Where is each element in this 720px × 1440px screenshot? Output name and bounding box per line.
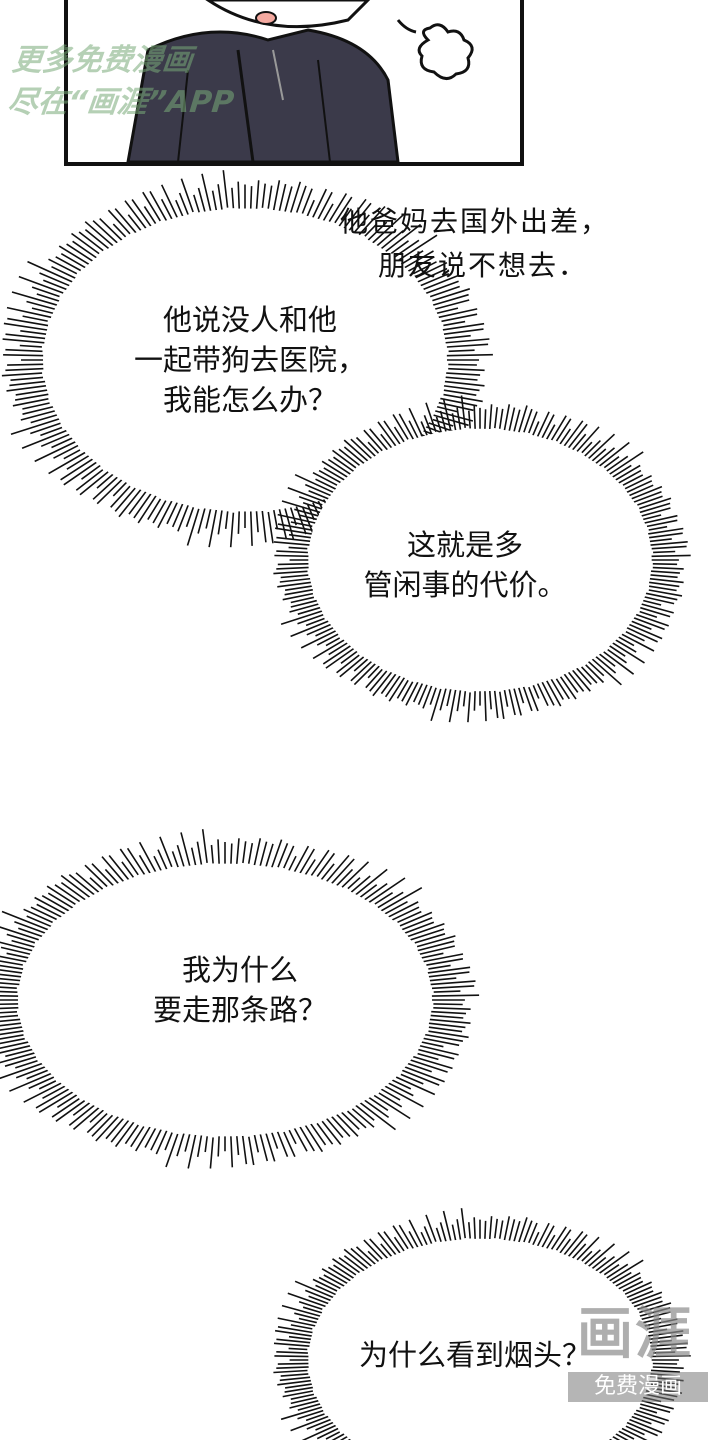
narration-line: 他爸妈去国外出差， <box>340 205 611 238</box>
logo-mark: 画涯 <box>577 1302 693 1367</box>
bubble-line: 一起带狗去医院， <box>133 343 366 377</box>
bubble-line: 我能怎么办？ <box>162 383 337 417</box>
bubble-fill <box>43 208 447 512</box>
narration-line: 朋友说不想去． <box>378 249 589 282</box>
bubble-line: 为什么看到烟头？ <box>358 1338 591 1372</box>
bubble-fill <box>17 863 433 1137</box>
speech-bubble-4-text: 为什么看到烟头？ <box>330 1335 620 1375</box>
burst-spikes <box>273 1208 691 1440</box>
app-logo-watermark: 画涯 免费漫画 <box>560 1300 710 1410</box>
speech-bubble-3-text: 我为什么 要走那条路？ <box>110 950 370 1030</box>
bubble-line: 他说没人和他 <box>162 303 337 337</box>
speech-bubble-2 <box>273 395 691 723</box>
speech-bubble-3 <box>0 829 480 1169</box>
speech-bubble-1-text: 他说没人和他 一起带狗去医院， 我能怎么办？ <box>100 300 400 420</box>
bubble-line: 要走那条路？ <box>152 993 327 1027</box>
burst-spikes <box>273 395 691 723</box>
narration-text: 他爸妈去国外出差， 朋友说不想去． <box>340 200 640 288</box>
top-comic-panel <box>64 0 524 166</box>
speech-bubble-2-text: 这就是多 管闲事的代价。 <box>335 525 595 605</box>
character-illustration <box>126 0 474 162</box>
logo-subtitle: 免费漫画 <box>568 1372 708 1402</box>
bubble-fill <box>308 428 652 692</box>
bubble-line: 这就是多 <box>406 528 523 562</box>
burst-spikes <box>0 829 480 1169</box>
bubble-line: 管闲事的代价。 <box>363 568 567 602</box>
bubble-line: 我为什么 <box>181 953 298 987</box>
bubble-fill <box>308 1238 652 1440</box>
speech-bubble-4 <box>273 1208 691 1440</box>
